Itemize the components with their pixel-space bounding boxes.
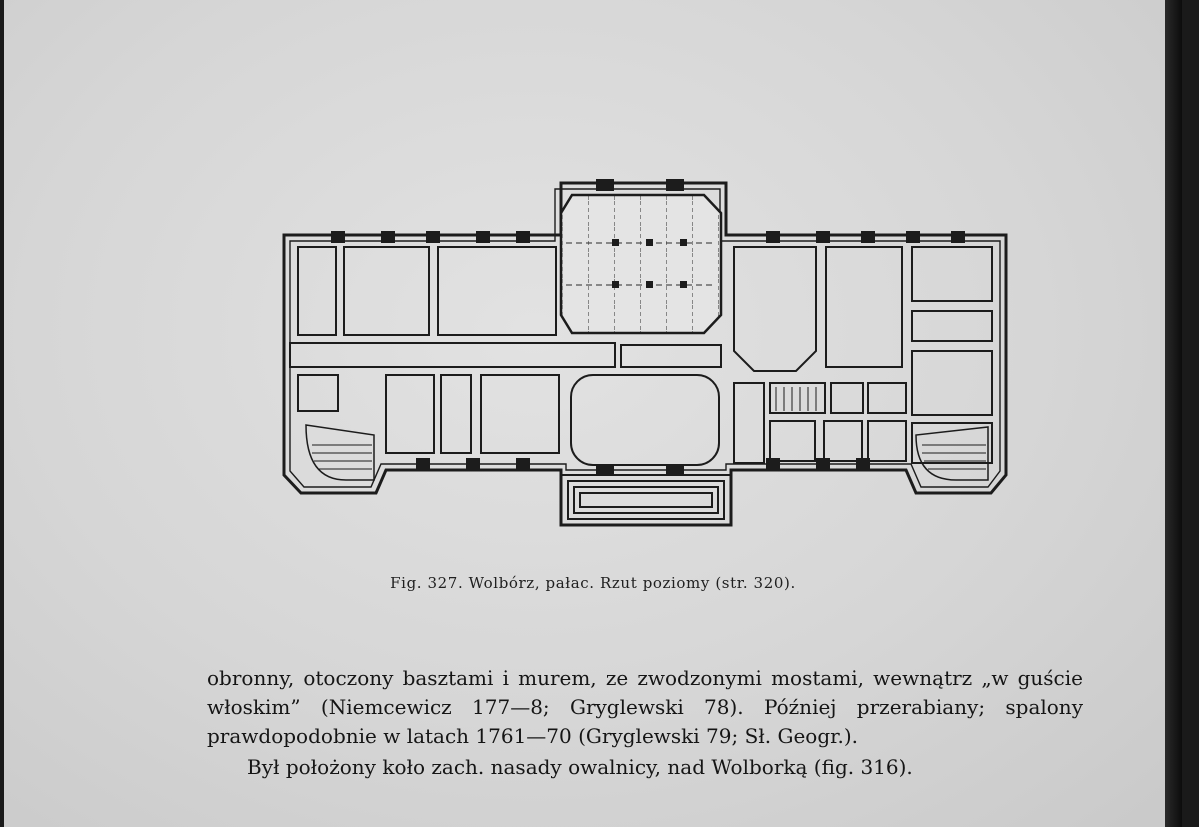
paragraph-2: Był położony koło zach. nasady owalnicy,… <box>247 755 913 779</box>
paragraph-1: obronny, otoczony basztami i murem, ze z… <box>207 666 1083 748</box>
figure-caption: Fig. 327. Wolbórz, pałac. Rzut poziomy (… <box>390 574 796 592</box>
oval-salon <box>570 374 720 466</box>
corridor <box>289 342 616 368</box>
outer-wall <box>282 181 1008 527</box>
scan-edge <box>1165 0 1182 827</box>
body-text: obronny, otoczony basztami i murem, ze z… <box>207 664 1083 782</box>
central-hall <box>559 193 723 335</box>
floor-plan-drawing <box>282 179 1008 527</box>
scanned-page: Fig. 327. Wolbórz, pałac. Rzut poziomy (… <box>4 0 1182 827</box>
